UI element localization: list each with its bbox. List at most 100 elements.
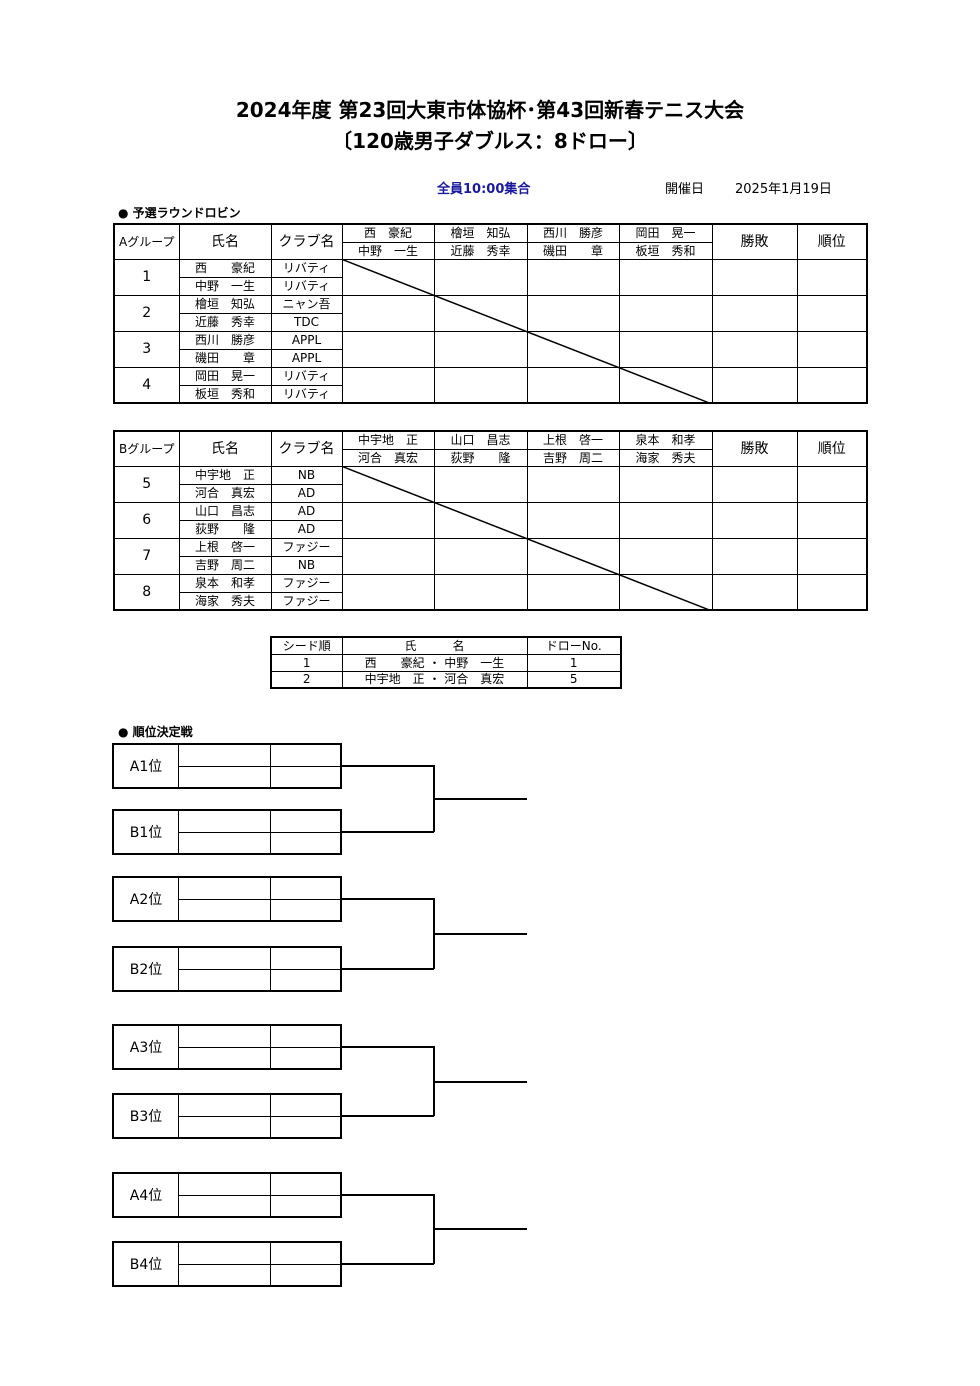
placement-slot: A1位 <box>112 743 342 789</box>
placement-label: A3位 <box>114 1026 179 1068</box>
opponent-header: 中野 一生 <box>341 241 435 260</box>
player-name: 磯田 章 <box>178 348 272 368</box>
placement-slot: A3位 <box>112 1024 342 1070</box>
seed-rank: 1 <box>270 653 343 672</box>
winloss-cell <box>711 465 798 503</box>
placement-slot: B4位 <box>112 1241 342 1287</box>
opponent-header: 河合 真宏 <box>341 448 435 467</box>
club-name: NB <box>270 555 343 575</box>
name-header: 氏名 <box>178 223 272 260</box>
rank-cell <box>796 465 868 503</box>
match-cell <box>618 573 713 611</box>
player-name: 泉本 和孝 <box>178 573 272 593</box>
opponent-header: 中宇地 正 <box>341 430 435 450</box>
match-cell <box>341 573 435 611</box>
club-name: ニャン吾 <box>270 294 343 314</box>
player-name: 檜垣 知弘 <box>178 294 272 314</box>
match-cell <box>341 366 435 404</box>
match-cell <box>341 537 435 575</box>
winloss-cell <box>711 330 798 368</box>
opponent-header: 西 豪紀 <box>341 223 435 243</box>
match-cell <box>618 258 713 296</box>
draw-number: 5 <box>113 465 180 503</box>
club-name: ファジー <box>270 573 343 593</box>
rank-cell <box>796 573 868 611</box>
rank-cell <box>796 366 868 404</box>
page-subtitle: 〔120歳男子ダブルス：8ドロー〕 <box>332 129 648 153</box>
gathering-time: 全員10:00集合 <box>437 182 531 197</box>
seed-header: ドローNo. <box>526 636 622 655</box>
placement-slot: B1位 <box>112 809 342 855</box>
opponent-header: 磯田 章 <box>526 241 620 260</box>
placement-slot: B3位 <box>112 1093 342 1139</box>
club-name: ファジー <box>270 537 343 557</box>
player-name: 山口 昌志 <box>178 501 272 521</box>
date-value: 2025年1月19日 <box>735 182 832 197</box>
club-name: リバティ <box>270 276 343 296</box>
match-cell <box>618 294 713 332</box>
club-header: クラブ名 <box>270 223 343 260</box>
placement-label: A2位 <box>114 878 179 920</box>
player-name: 近藤 秀幸 <box>178 312 272 332</box>
match-cell <box>433 294 528 332</box>
player-name: 西川 勝彦 <box>178 330 272 350</box>
match-cell <box>618 537 713 575</box>
club-name: リバティ <box>270 258 343 278</box>
match-cell <box>526 465 620 503</box>
placement-label: B1位 <box>114 811 179 853</box>
seed-rank: 2 <box>270 670 343 689</box>
draw-number: 7 <box>113 537 180 575</box>
match-cell <box>341 501 435 539</box>
club-name: リバティ <box>270 366 343 386</box>
seed-names: 西 豪紀 ・ 中野 一生 <box>341 653 528 672</box>
opponent-header: 泉本 和孝 <box>618 430 713 450</box>
match-cell <box>618 465 713 503</box>
opponent-header: 荻野 隆 <box>433 448 528 467</box>
placement-slot: A2位 <box>112 876 342 922</box>
rank-cell <box>796 330 868 368</box>
draw-number: 4 <box>113 366 180 404</box>
group-b-label: Bグループ <box>113 430 180 467</box>
draw-number: 3 <box>113 330 180 368</box>
seed-draw-number: 5 <box>526 670 622 689</box>
match-cell <box>526 294 620 332</box>
rank-cell <box>796 294 868 332</box>
name-header: 氏名 <box>178 430 272 467</box>
opponent-header: 上根 啓一 <box>526 430 620 450</box>
group-b-table: Bグループ 氏名 クラブ名 中宇地 正 山口 昌志 上根 啓一 泉本 和孝 勝敗… <box>113 430 868 611</box>
club-header: クラブ名 <box>270 430 343 467</box>
rank-header: 順位 <box>796 223 868 260</box>
draw-number: 6 <box>113 501 180 539</box>
match-cell <box>341 294 435 332</box>
opponent-header: 板垣 秀和 <box>618 241 713 260</box>
match-cell <box>618 330 713 368</box>
group-a-label: Aグループ <box>113 223 180 260</box>
rank-cell <box>796 258 868 296</box>
match-cell <box>526 330 620 368</box>
match-cell <box>433 330 528 368</box>
match-cell <box>433 501 528 539</box>
draw-number: 2 <box>113 294 180 332</box>
player-name: 西 豪紀 <box>178 258 272 278</box>
rank-cell <box>796 501 868 539</box>
winloss-header: 勝敗 <box>711 430 798 467</box>
seed-table: シード順 氏 名 ドローNo. 1 西 豪紀 ・ 中野 一生 1 2 中宇地 正… <box>270 636 622 689</box>
club-name: APPL <box>270 330 343 350</box>
opponent-header: 吉野 周二 <box>526 448 620 467</box>
winloss-cell <box>711 258 798 296</box>
match-cell <box>341 465 435 503</box>
opponent-header: 海家 秀夫 <box>618 448 713 467</box>
placement-label: B3位 <box>114 1095 179 1137</box>
match-cell <box>526 537 620 575</box>
page-title: 2024年度 第23回大東市体協杯･第43回新春テニス大会 <box>235 98 745 122</box>
club-name: NB <box>270 465 343 485</box>
match-cell <box>433 537 528 575</box>
club-name: AD <box>270 519 343 539</box>
date-label: 開催日 <box>665 182 705 197</box>
opponent-header: 近藤 秀幸 <box>433 241 528 260</box>
match-cell <box>618 501 713 539</box>
placement-slot: A4位 <box>112 1172 342 1218</box>
club-name: リバティ <box>270 384 343 404</box>
match-cell <box>526 573 620 611</box>
club-name: AD <box>270 501 343 521</box>
